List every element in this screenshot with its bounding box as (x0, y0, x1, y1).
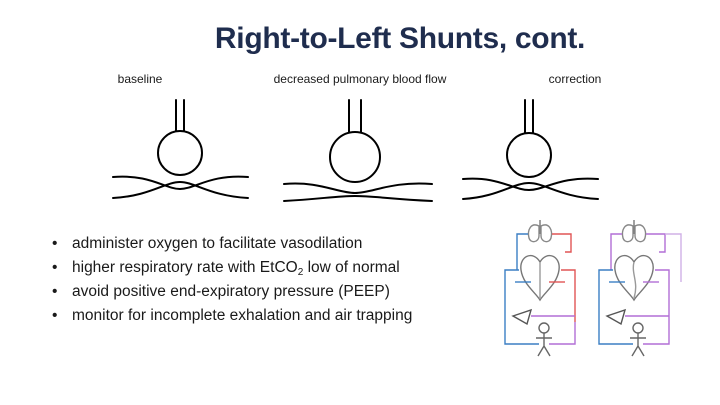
alveolus-capillary-correction (462, 99, 599, 200)
circulation-diagram-right (598, 220, 682, 357)
bullet-item: monitor for incomplete exhalation and ai… (52, 304, 412, 328)
bullet-item: higher respiratory rate with EtCO2 low o… (52, 256, 412, 280)
bullet-text-post: low of normal (303, 259, 400, 276)
bullet-text: monitor for incomplete exhalation and ai… (72, 307, 413, 324)
bullet-list: administer oxygen to facilitate vasodila… (52, 232, 412, 328)
heart-icon (520, 254, 560, 302)
bullet-item: avoid positive end-expiratory pressure (… (52, 280, 412, 304)
panel-label-correction: correction (548, 72, 602, 86)
circulation-diagram-left (504, 220, 576, 357)
lungs-icon (527, 220, 553, 243)
panel-label-baseline: baseline (117, 72, 163, 86)
bullet-text: administer oxygen to facilitate vasodila… (72, 235, 363, 252)
panel-label-decreased-flow: decreased pulmonary blood flow (273, 72, 447, 86)
body-figure-icon (630, 322, 646, 357)
alveolus-capillary-baseline (112, 99, 249, 199)
bullet-text: avoid positive end-expiratory pressure (… (72, 283, 390, 300)
bullet-text-pre: higher respiratory rate with EtCO (72, 259, 298, 276)
lungs-icon (621, 220, 647, 243)
alveolus-diagrams (112, 99, 599, 202)
heart-icon (614, 254, 654, 302)
slide-title: Right-to-Left Shunts, cont. (214, 22, 586, 55)
body-figure-icon (536, 322, 552, 357)
circulation-diagrams (504, 220, 682, 357)
bullet-item: administer oxygen to facilitate vasodila… (52, 232, 412, 256)
alveolus-capillary-decreased-flow (283, 99, 433, 202)
bullet-subscript: 2 (297, 267, 304, 278)
